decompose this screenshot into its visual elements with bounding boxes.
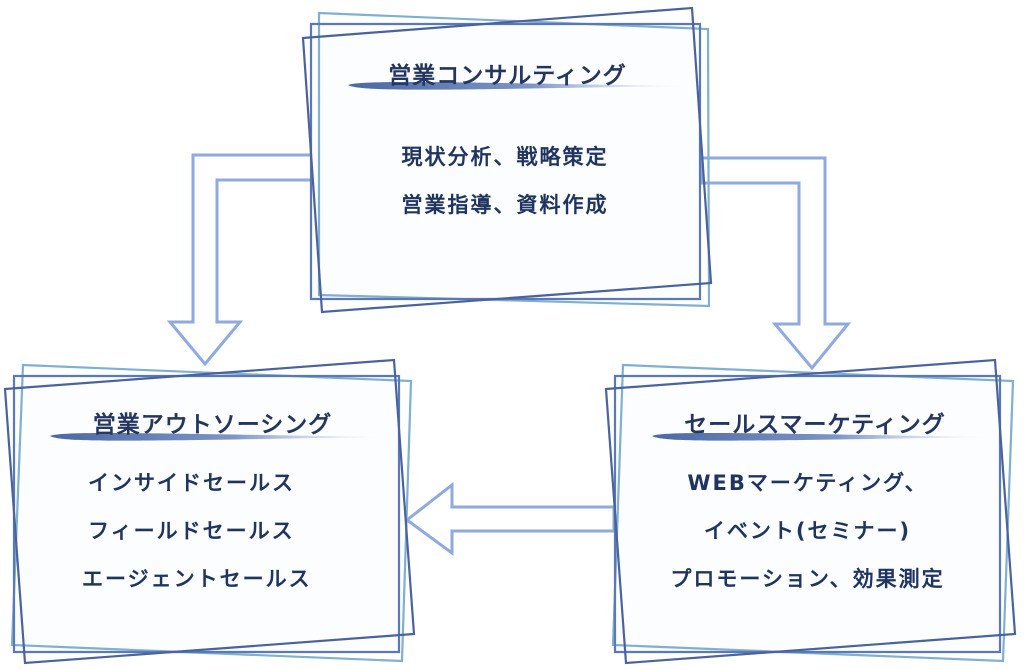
node-title: 営業コンサルティング — [388, 63, 627, 89]
frame-outsourcing — [3, 358, 416, 665]
node-line: インサイドセールス — [88, 471, 295, 495]
node-body: インサイドセールス フィールドセールス エージェントセールス — [60, 459, 360, 603]
node-line: プロモーション、効果測定 — [670, 567, 945, 591]
arrow-consulting-to-outsourcing — [166, 153, 314, 367]
title-underline — [652, 433, 988, 441]
node-line: 現状分析、戦略策定 — [401, 145, 609, 169]
frame-marketing — [604, 358, 1017, 665]
title-underline — [50, 433, 384, 441]
node-line: フィールドセールス — [88, 519, 295, 543]
node-body: 現状分析、戦略策定 営業指導、資料作成 — [320, 133, 690, 229]
node-title: セールスマーケティング — [684, 412, 946, 438]
arrow-marketing-to-outsourcing — [404, 481, 616, 556]
node-line: 営業指導、資料作成 — [401, 193, 609, 217]
node-line: エージェントセールス — [82, 567, 312, 591]
node-title: 営業アウトソーシング — [92, 412, 333, 438]
node-line: イベント(セミナー) — [703, 519, 912, 543]
title-underline — [348, 82, 682, 90]
node-body: WEBマーケティング、 イベント(セミナー) プロモーション、効果測定 — [625, 459, 990, 603]
arrow-consulting-to-marketing — [700, 156, 852, 371]
frame-consulting — [301, 6, 713, 314]
node-line: WEBマーケティング、 — [687, 471, 928, 495]
